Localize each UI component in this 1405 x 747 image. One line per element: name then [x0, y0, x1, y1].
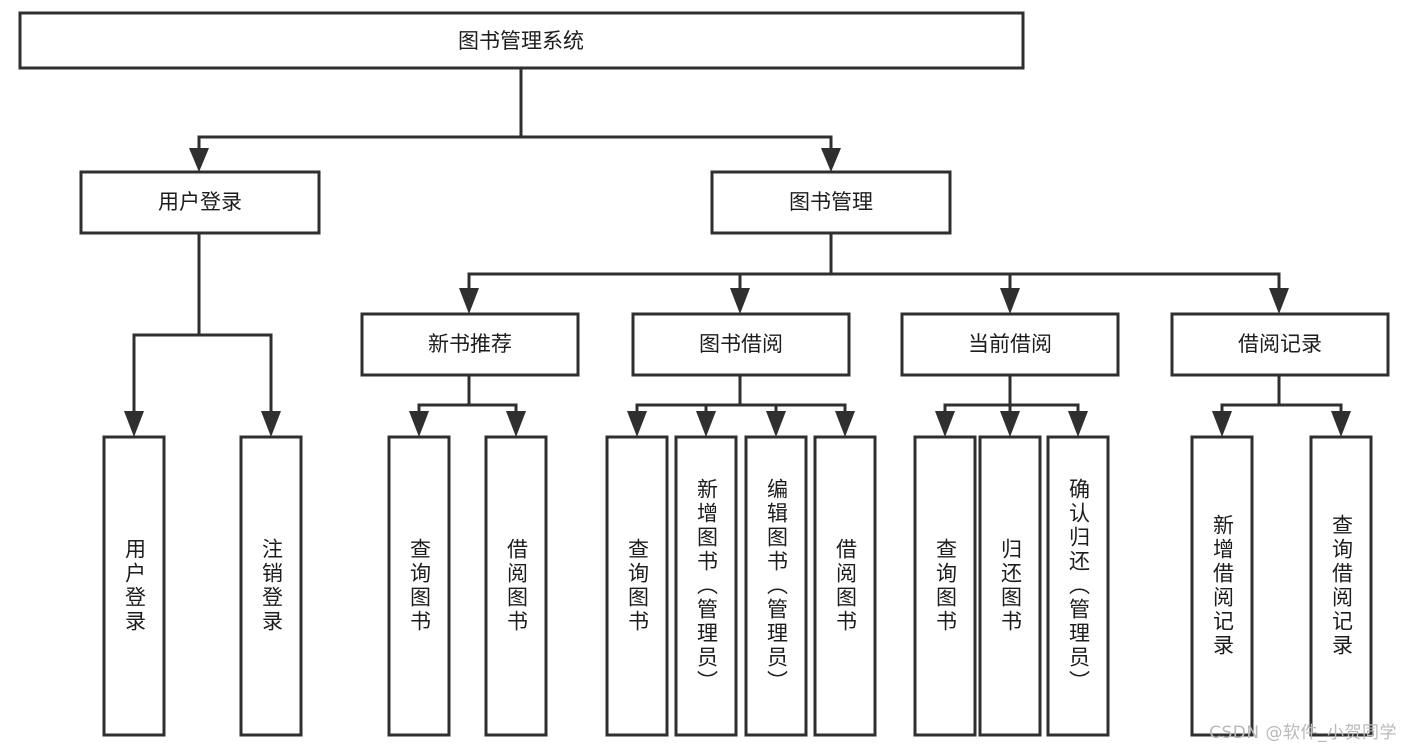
node-borrow-record-label: 借阅记录 — [1238, 332, 1322, 356]
node-root-box[interactable] — [18, 11, 1025, 70]
node-new-book-recommend-label: 新书推荐 — [428, 332, 512, 356]
arrow-head-br-leaf-2 — [1331, 411, 1351, 437]
node-leaf-br-1-box[interactable] — [1190, 435, 1254, 737]
node-current-borrow-box[interactable] — [900, 312, 1120, 377]
node-leaf-user-login-1-box[interactable] — [102, 435, 166, 737]
node-leaf-cb-1-box[interactable] — [913, 435, 977, 737]
node-user-login-label: 用户登录 — [158, 190, 242, 214]
node-book-manage-box[interactable] — [710, 170, 952, 235]
arrow-head-user-login-leaf-2 — [261, 411, 281, 437]
node-leaf-nbr-1-box[interactable] — [387, 435, 451, 737]
connector-layer — [124, 66, 1351, 437]
node-leaf-bb-2-box[interactable] — [674, 435, 738, 737]
node-user-login-box[interactable] — [79, 170, 321, 235]
node-layer: 图书管理系统 用户登录 图书管理 新书推荐 图书借阅 当前借阅 借阅记录 — [18, 11, 1390, 737]
arrow-head-cb-leaf-1 — [935, 411, 955, 437]
arrow-head-cb-leaf-2 — [1000, 411, 1020, 437]
node-borrow-record-box[interactable] — [1170, 312, 1390, 377]
node-leaf-cb-3-box[interactable] — [1046, 435, 1110, 737]
node-book-borrow-box[interactable] — [631, 312, 851, 377]
arrow-head-user-login — [189, 148, 209, 172]
arrow-head-bb-leaf-4 — [835, 411, 855, 437]
node-leaf-br-2-box[interactable] — [1309, 435, 1373, 737]
node-current-borrow-label: 当前借阅 — [968, 332, 1052, 356]
node-leaf-bb-1-box[interactable] — [605, 435, 669, 737]
node-leaf-nbr-2-box[interactable] — [484, 435, 548, 737]
arrow-head-bb-leaf-3 — [766, 411, 786, 437]
arrow-head-bb-leaf-1 — [627, 411, 647, 437]
arrow-head-cb-leaf-3 — [1068, 411, 1088, 437]
arrow-head-user-login-leaf-1 — [124, 411, 144, 437]
arrow-head-new-book — [459, 288, 479, 314]
arrow-head-nbr-leaf-2 — [506, 411, 526, 437]
node-new-book-recommend-box[interactable] — [360, 312, 580, 377]
node-leaf-user-login-2-box[interactable] — [239, 435, 303, 737]
node-root-label: 图书管理系统 — [458, 29, 584, 53]
arrow-head-nbr-leaf-1 — [409, 411, 429, 437]
node-book-borrow-label: 图书借阅 — [699, 332, 783, 356]
node-book-manage-label: 图书管理 — [789, 190, 873, 214]
arrow-head-current-borrow — [1000, 288, 1020, 314]
arrow-head-book-manage — [821, 148, 841, 172]
arrow-head-br-leaf-1 — [1212, 411, 1232, 437]
node-leaf-bb-4-box[interactable] — [813, 435, 877, 737]
arrow-head-book-borrow — [730, 288, 750, 314]
node-leaf-bb-3-box[interactable] — [744, 435, 808, 737]
arrow-head-borrow-record — [1269, 288, 1289, 314]
arrow-head-bb-leaf-2 — [696, 411, 716, 437]
watermark-text: CSDN @软件_小贺同学 — [1209, 723, 1397, 743]
node-leaf-cb-2-box[interactable] — [978, 435, 1042, 737]
